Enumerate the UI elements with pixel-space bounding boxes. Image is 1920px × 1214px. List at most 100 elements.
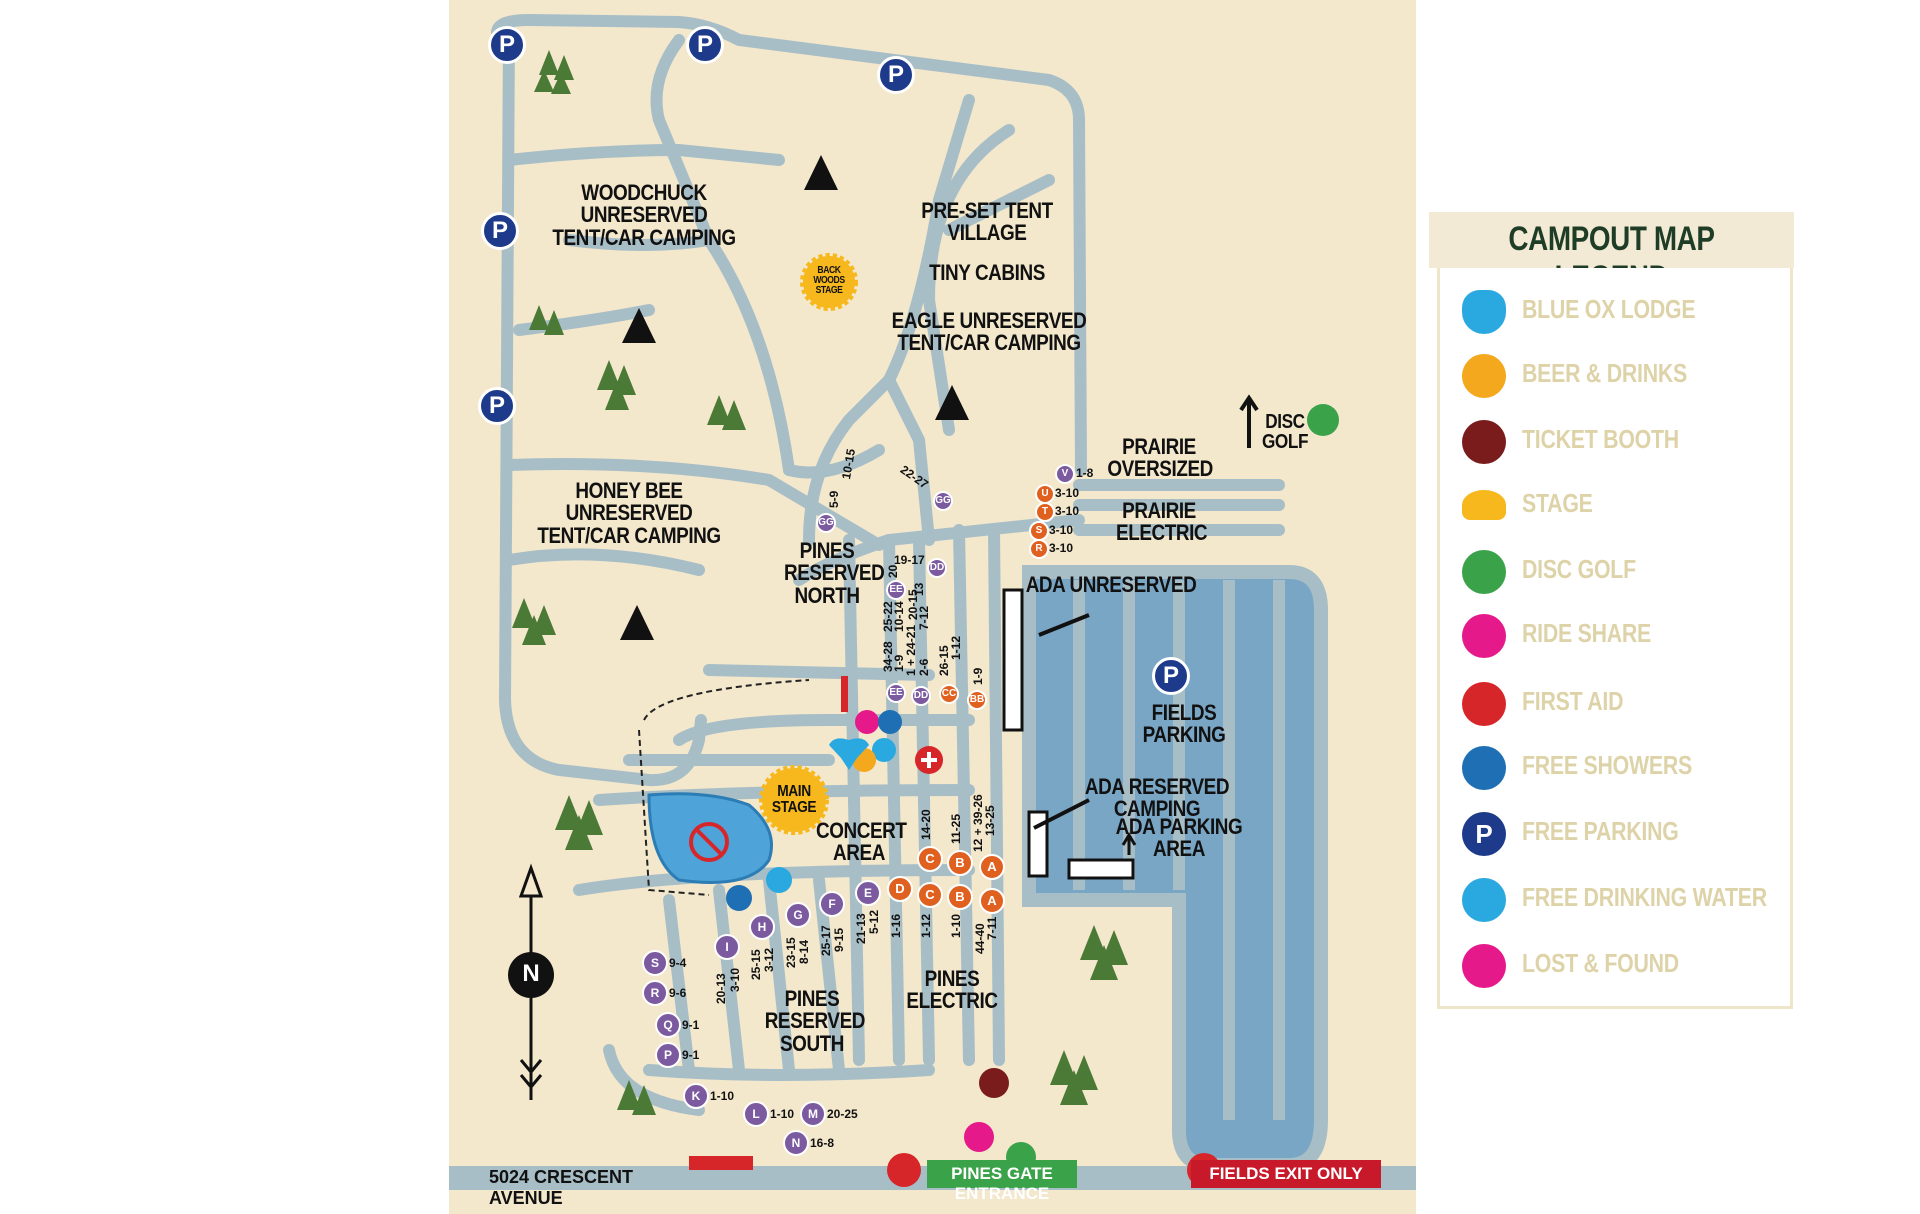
site-badge-I[interactable]: I — [714, 934, 740, 960]
legend-label: DISC GOLF — [1522, 554, 1636, 584]
legend-item-free-parking[interactable]: P FREE PARKING — [1440, 802, 1790, 862]
site-badge-BB[interactable]: BB — [967, 690, 987, 710]
site-badge-GG[interactable]: GG — [816, 513, 836, 533]
site-badge-S[interactable]: S — [642, 950, 668, 976]
backwoods-stage-icon[interactable] — [800, 253, 858, 311]
water-faucet-icon[interactable] — [872, 738, 896, 762]
site-badge-H[interactable]: H — [749, 914, 775, 940]
row-number: 8-14 — [797, 939, 811, 964]
site-badge-DD[interactable]: DD — [911, 686, 931, 706]
water-faucet-icon[interactable] — [766, 867, 792, 893]
site-badge-EE[interactable]: EE — [886, 580, 906, 600]
tent-icons — [620, 155, 969, 640]
shower-icon — [1462, 746, 1506, 790]
roads — [491, 13, 1285, 1116]
disc-golf-icon[interactable] — [1307, 404, 1339, 436]
backwoods-stage-label: BACK WOODS STAGE — [813, 265, 845, 297]
parking-icon[interactable]: P — [481, 212, 519, 250]
parking-icon[interactable]: P — [478, 387, 516, 425]
site-badge-R[interactable]: R — [642, 980, 668, 1006]
site-badge-A[interactable]: A — [979, 854, 1005, 880]
legend-label: FREE DRINKING WATER — [1522, 882, 1767, 912]
site-badge-P[interactable]: P — [655, 1042, 681, 1068]
pines-gate-entrance-label[interactable]: PINES GATE ENTRANCE — [951, 1164, 1053, 1203]
site-badge-N[interactable]: N — [783, 1130, 809, 1156]
ticket-booth-icon[interactable] — [979, 1068, 1009, 1098]
site-range: 3-10 — [1049, 523, 1074, 537]
ox-head-icon[interactable] — [829, 738, 869, 770]
legend-item-beer-drinks[interactable]: BEER & DRINKS — [1440, 344, 1790, 404]
site-badge-G[interactable]: G — [785, 902, 811, 928]
site-badge-EE[interactable]: EE — [886, 683, 906, 703]
food-utensils-icon[interactable] — [726, 885, 752, 911]
site-badge-A[interactable]: A — [979, 888, 1005, 914]
site-range: 1-8 — [1076, 466, 1094, 480]
legend-label: FREE PARKING — [1522, 816, 1679, 846]
legend-item-lost-found[interactable]: LOST & FOUND — [1440, 934, 1790, 994]
parking-icon[interactable]: P — [877, 56, 915, 94]
no-swimming-slash — [695, 828, 723, 856]
site-range: 5-9 — [827, 490, 841, 508]
no-swimming-icon — [689, 822, 729, 862]
site-badge-B[interactable]: B — [947, 884, 973, 910]
site-badge-R[interactable]: R — [1029, 539, 1049, 559]
site-badge-E[interactable]: E — [855, 880, 881, 906]
lost-and-found-icon[interactable] — [855, 710, 879, 734]
site-badge-B[interactable]: B — [947, 850, 973, 876]
map-canvas — [449, 0, 1416, 1214]
legend-item-ride-share[interactable]: RIDE SHARE — [1440, 604, 1790, 664]
legend-list: BLUE OX LODGE BEER & DRINKS TICKET BOOTH… — [1437, 268, 1793, 1009]
site-badge-T[interactable]: T — [1035, 502, 1055, 522]
site-badge-C[interactable]: C — [917, 882, 943, 908]
gate-barrier — [841, 676, 848, 712]
site-badge-L[interactable]: L — [743, 1101, 769, 1127]
site-badge-M[interactable]: M — [800, 1101, 826, 1127]
site-badge-Q[interactable]: Q — [655, 1012, 681, 1038]
legend-item-first-aid[interactable]: FIRST AID — [1440, 672, 1790, 732]
site-badge-S[interactable]: S — [1029, 521, 1049, 541]
main-stage-icon[interactable] — [759, 765, 829, 835]
row-number: 2-6 — [917, 658, 931, 676]
site-badge-F[interactable]: F — [819, 891, 845, 917]
site-badge-U[interactable]: U — [1035, 484, 1055, 504]
site-badge-D[interactable]: D — [887, 876, 913, 902]
legend-item-blue-ox-lodge[interactable]: BLUE OX LODGE — [1440, 280, 1790, 340]
tree-icon — [534, 50, 574, 94]
site-range: 1-9 — [971, 667, 985, 685]
legend-item-ticket-booth[interactable]: TICKET BOOTH — [1440, 410, 1790, 470]
fields-exit-only-label[interactable]: FIELDS EXIT ONLY — [1209, 1164, 1363, 1183]
row-number: 3-10 — [728, 967, 742, 992]
site-badge-DD[interactable]: DD — [927, 558, 947, 578]
site-badge-GG[interactable]: GG — [933, 491, 953, 511]
exit-arrow-icon[interactable] — [887, 1153, 921, 1187]
site-badge-K[interactable]: K — [683, 1083, 709, 1109]
legend-item-free-showers[interactable]: FREE SHOWERS — [1440, 736, 1790, 796]
parking-icon[interactable]: P — [1152, 657, 1190, 695]
row-number: 11-25 — [949, 813, 963, 844]
tree-icon — [597, 360, 636, 410]
parking-icon[interactable]: P — [686, 26, 724, 64]
ada-parking-label: ADA PARKING AREA — [1115, 814, 1243, 862]
site-badge-CC[interactable]: CC — [939, 684, 959, 704]
main-stage-label: MAIN STAGE — [771, 783, 817, 817]
site-range: 1-10 — [770, 1107, 795, 1121]
legend-label: FIRST AID — [1522, 686, 1624, 716]
legend-item-free-drinking-water[interactable]: FREE DRINKING WATER — [1440, 868, 1790, 928]
ride-share-icon[interactable] — [964, 1122, 994, 1152]
row-number: 1-12 — [949, 635, 963, 660]
legend-item-stage[interactable]: STAGE — [1440, 474, 1790, 534]
eagle-label: EAGLE UNRESERVED TENT/CAR CAMPING — [891, 308, 1087, 356]
site-range: 3-10 — [1049, 541, 1074, 555]
ada-reserved-marker — [1027, 810, 1049, 878]
legend-item-disc-golf[interactable]: DISC GOLF — [1440, 540, 1790, 600]
first-aid-icon — [1462, 682, 1506, 726]
pines-electric-label: PINES ELECTRIC — [906, 966, 998, 1014]
shower-icon[interactable] — [878, 710, 902, 734]
site-badge-V[interactable]: V — [1055, 464, 1075, 484]
fields-parking-label: FIELDS PARKING — [1142, 700, 1226, 748]
site-badge-C[interactable]: C — [917, 846, 943, 872]
row-number: 9-15 — [832, 927, 846, 952]
campground-map[interactable]: WOODCHUCK UNRESERVED TENT/CAR CAMPING PR… — [449, 0, 1416, 1214]
parking-icon[interactable]: P — [488, 26, 526, 64]
tree-icon — [707, 395, 746, 430]
